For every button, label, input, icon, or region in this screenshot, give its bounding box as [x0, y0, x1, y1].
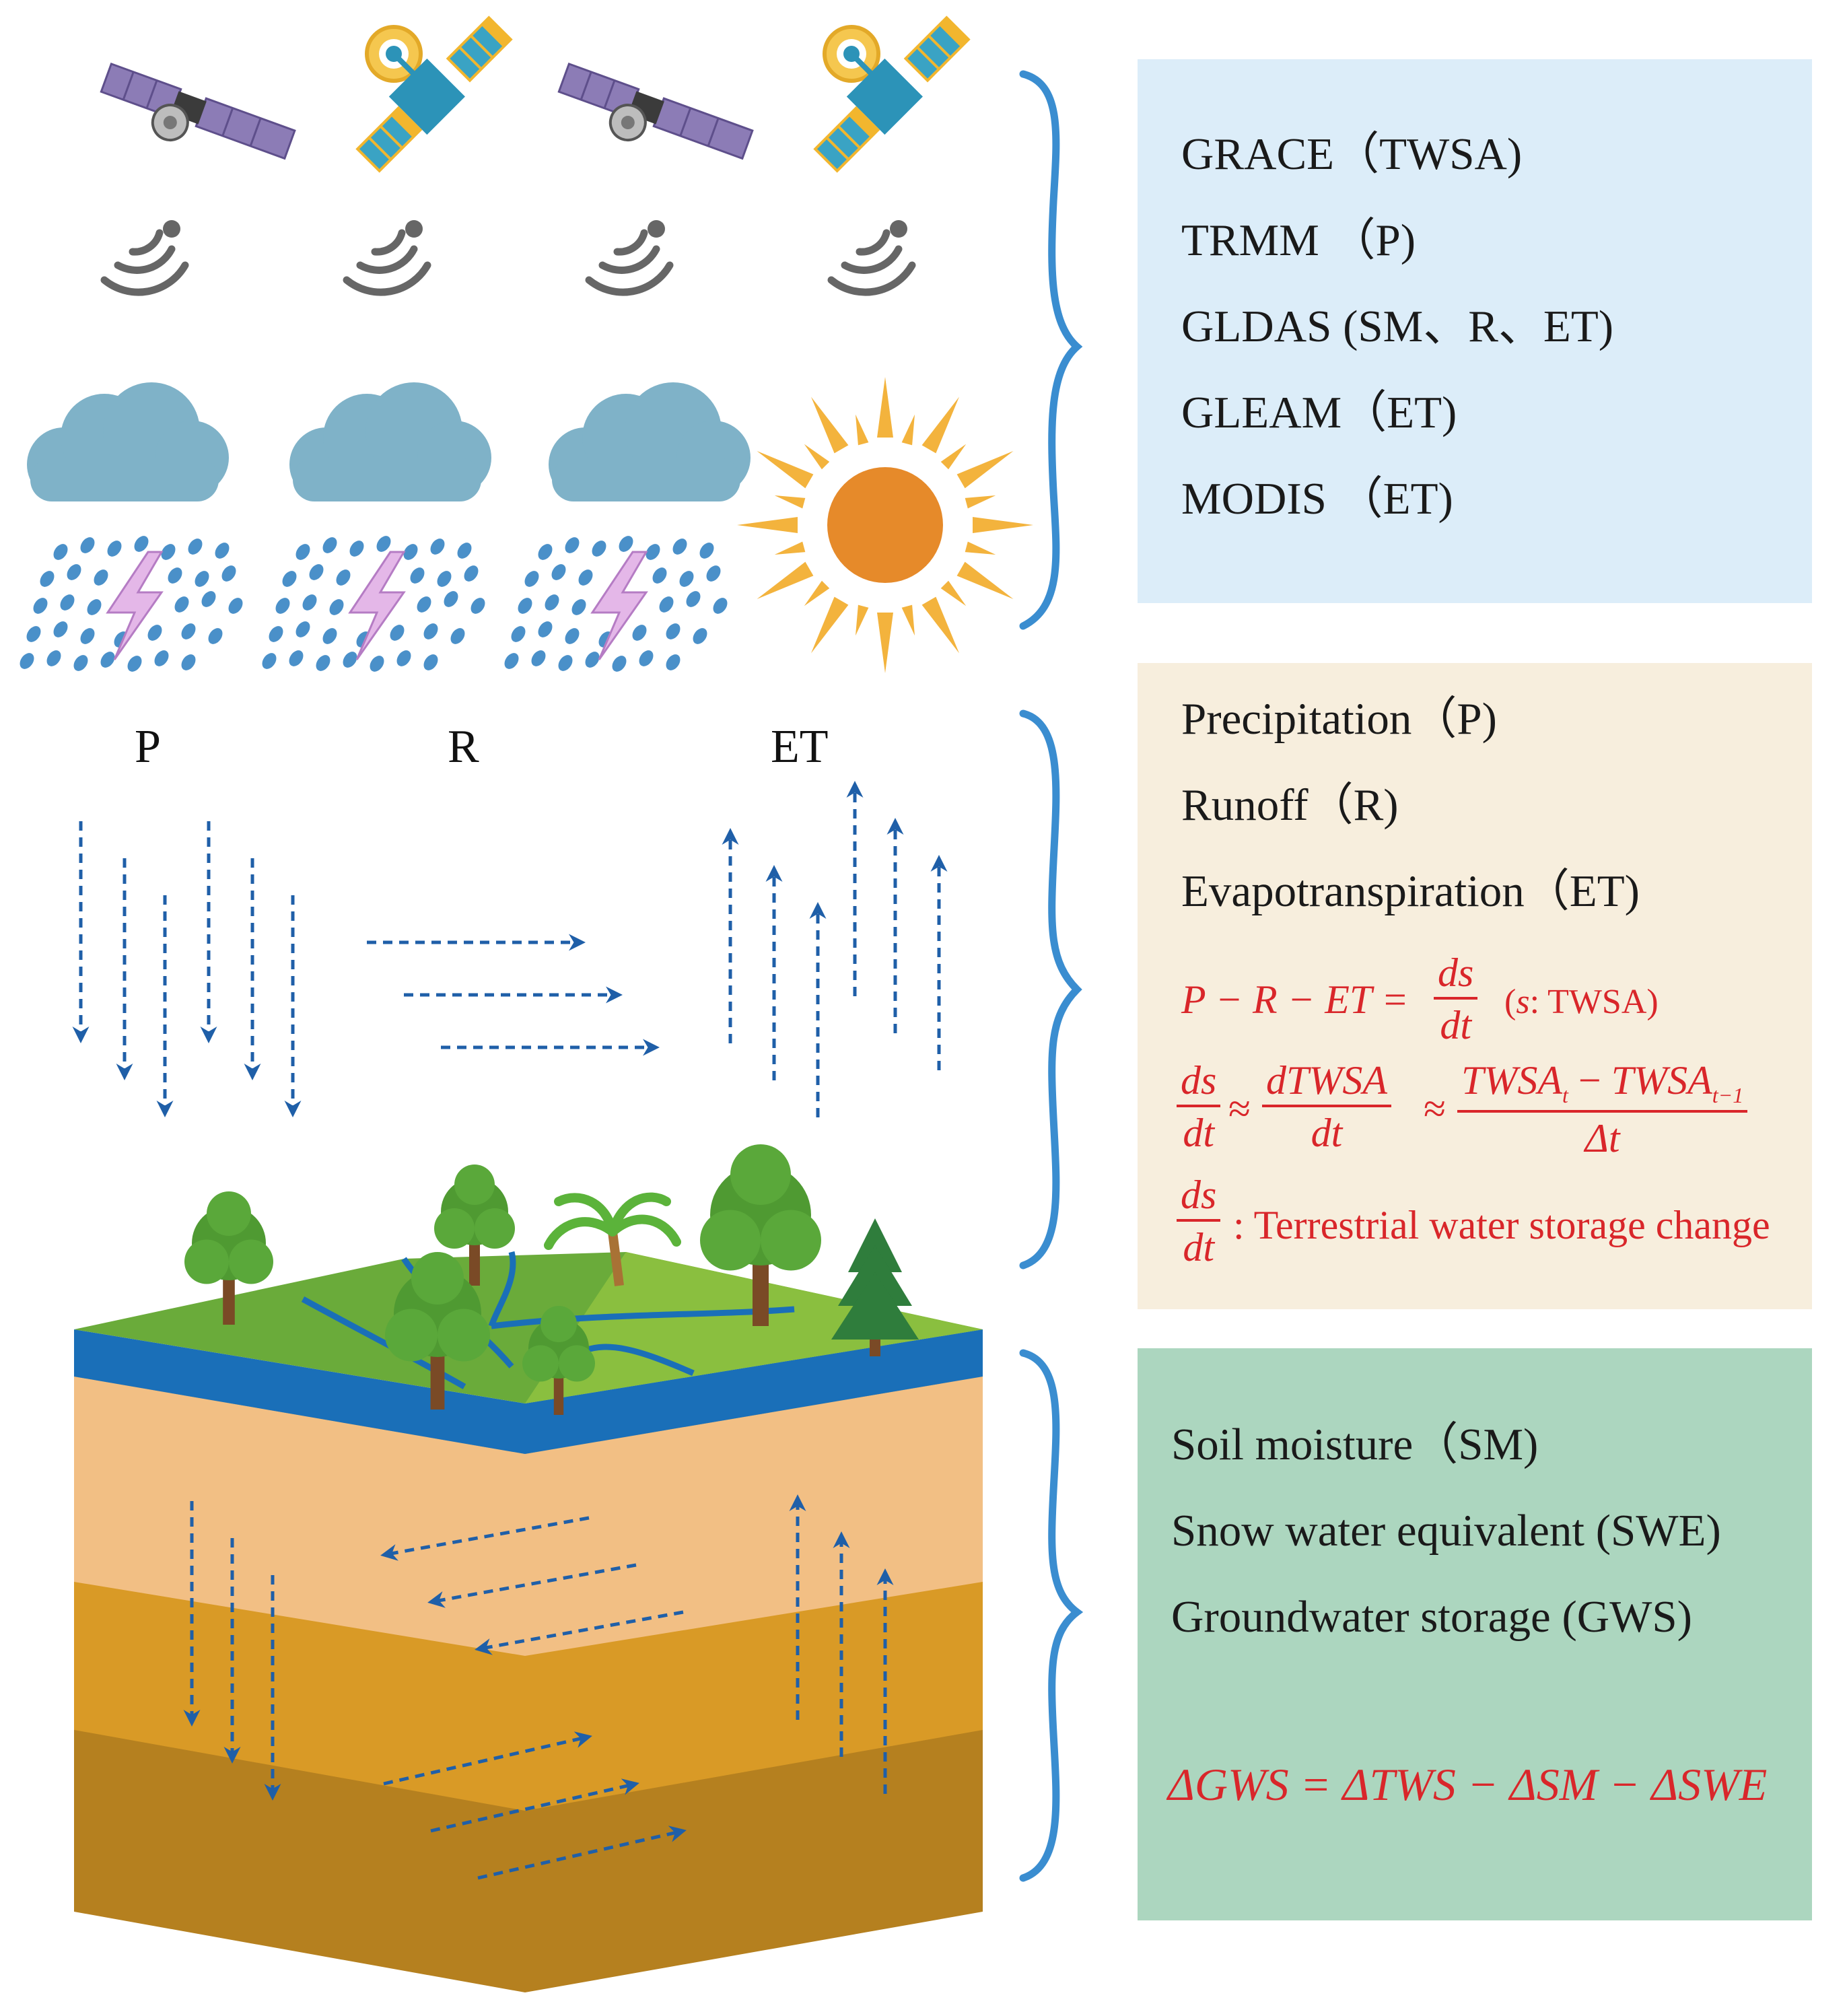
- eq2-c-sub2: t−1: [1712, 1083, 1744, 1107]
- eq1-num: ds: [1434, 952, 1478, 1000]
- eq2-c-term1: TWSA: [1461, 1058, 1562, 1103]
- runoff-arrows: [367, 934, 660, 1056]
- satellite-icon: [549, 62, 754, 182]
- brace-surface: [1019, 709, 1082, 1270]
- eq1-note-s: s: [1516, 983, 1530, 1021]
- eq2-c-sub1: t: [1562, 1083, 1568, 1107]
- ground-block: [74, 1251, 983, 1992]
- eq2-approx-1: ≈: [1228, 1086, 1251, 1131]
- precipitation-arrows: [72, 821, 302, 1117]
- flux-evapotranspiration: Evapotranspiration（ET): [1181, 866, 1640, 916]
- satellite-icon: [92, 62, 296, 182]
- rain-icon: [15, 532, 247, 676]
- brace-subsurface: [1019, 1349, 1084, 1882]
- storage-soil-moisture: Soil moisture（SM): [1171, 1420, 1539, 1469]
- eq2-c-minus: −: [1568, 1058, 1611, 1103]
- eq4: ΔGWS = ΔTWS − ΔSM − ΔSWE: [1168, 1759, 1768, 1810]
- eq2-fraction-c: TWSAt − TWSAt−1 Δt: [1457, 1058, 1748, 1160]
- storage-panel: Soil moisture（SM) Snow water equivalent …: [1138, 1348, 1812, 1920]
- subsurface-arrows: [183, 1494, 894, 1880]
- palm-tree-icon: [544, 1192, 681, 1286]
- eq2-c-term2: TWSA: [1611, 1058, 1712, 1103]
- flux-runoff: Runoff（R): [1181, 780, 1399, 830]
- dataset-modis: MODIS （ET): [1181, 474, 1453, 524]
- datasets-panel: GRACE（TWSA) TRMM （P) GLDAS (SM、R、ET) GLE…: [1138, 59, 1812, 603]
- cloud-icon: [289, 382, 491, 501]
- dataset-grace: GRACE（TWSA): [1181, 129, 1523, 179]
- eq1-den: dt: [1440, 1003, 1472, 1047]
- rain-icon: [258, 532, 489, 676]
- eq2-c-den: Δt: [1584, 1116, 1620, 1160]
- precipitation-label: P: [135, 721, 161, 773]
- signal-icon: [831, 220, 912, 292]
- eq3-num: ds: [1177, 1175, 1221, 1222]
- eq2-a-den: dt: [1183, 1111, 1215, 1155]
- eq2-fraction-b: dTWSA dt: [1262, 1060, 1391, 1153]
- pine-tree-icon: [831, 1218, 919, 1356]
- eq2-c-num: TWSAt − TWSAt−1: [1457, 1058, 1748, 1113]
- rain-icon: [500, 532, 732, 676]
- brace-atmosphere: [1019, 70, 1083, 630]
- eq1-note: (s: TWSA): [1504, 985, 1659, 1020]
- dataset-trmm: TRMM （P): [1181, 215, 1416, 265]
- eq2-b-num: dTWSA: [1262, 1060, 1391, 1107]
- eq1-note-open: (: [1504, 983, 1517, 1021]
- flux-precipitation: Precipitation（P): [1181, 694, 1497, 744]
- water-balance-panel: Precipitation（P) Runoff（R) Evapotranspir…: [1138, 663, 1812, 1309]
- eq1-lhs: P − R − ET =: [1181, 977, 1409, 1022]
- cloud-icon: [27, 382, 229, 501]
- eq2-approx-2: ≈: [1424, 1086, 1446, 1131]
- eq2-b-den: dt: [1311, 1111, 1343, 1155]
- communication-satellite-icon: [355, 15, 512, 172]
- eq3-text: : Terrestrial water storage change: [1233, 1203, 1770, 1247]
- runoff-label: R: [448, 721, 479, 773]
- storage-swe: Snow water equivalent (SWE): [1171, 1506, 1721, 1556]
- dataset-gleam: GLEAM（ET): [1181, 388, 1457, 438]
- communication-satellite-icon: [813, 15, 970, 172]
- evapotranspiration-arrows: [722, 781, 948, 1117]
- signal-icon: [589, 220, 670, 292]
- eq3-fraction: ds dt: [1177, 1175, 1221, 1270]
- cloud-icon: [549, 382, 751, 501]
- signal-icon: [347, 220, 427, 292]
- et-label: ET: [771, 721, 829, 773]
- sun-icon: [737, 377, 1033, 673]
- eq2-fraction-a: ds dt: [1177, 1060, 1221, 1155]
- dataset-gldas: GLDAS (SM、R、ET): [1181, 302, 1614, 351]
- eq1-fraction: ds dt: [1434, 952, 1478, 1047]
- eq2-a-num: ds: [1177, 1060, 1221, 1107]
- storage-gws: Groundwater storage (GWS): [1171, 1592, 1692, 1642]
- eq1-note-rest: : TWSA): [1529, 983, 1659, 1021]
- signal-icon: [104, 220, 185, 292]
- eq3-den: dt: [1183, 1225, 1215, 1270]
